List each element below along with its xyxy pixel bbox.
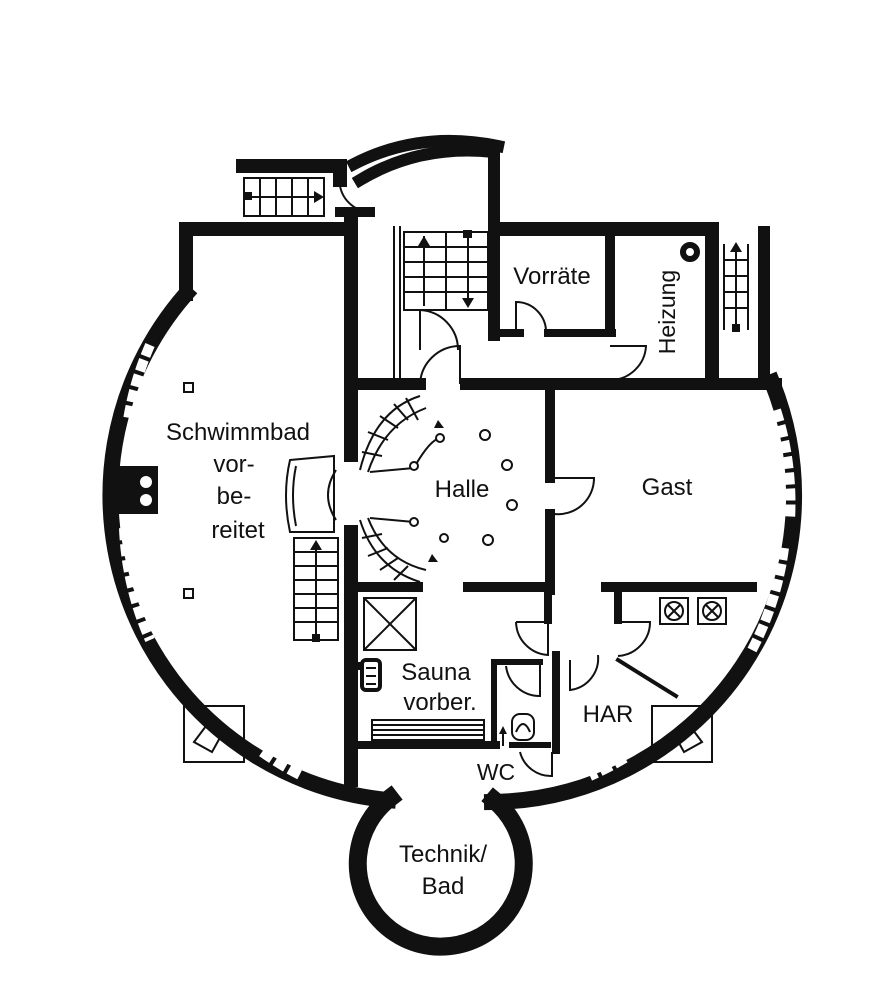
label-heizung: Heizung	[654, 270, 680, 354]
stairs-spiral-halle	[285, 395, 449, 583]
window-bands	[119, 342, 796, 781]
label-har: HAR	[583, 701, 634, 728]
technik-bad-wall	[348, 785, 533, 956]
stairs-left	[293, 537, 339, 642]
label-sauna-2: vorber.	[403, 689, 476, 716]
interior-walls	[179, 134, 782, 787]
label-schwimmbad-1: Schwimmbad	[166, 419, 310, 446]
label-gast: Gast	[642, 474, 693, 501]
stairs-central	[393, 226, 489, 380]
label-wc: WC	[477, 759, 515, 785]
label-halle: Halle	[435, 476, 490, 503]
label-schwimmbad-2: vor-	[213, 451, 254, 478]
room-labels: Schwimmbad vor- be- reitet Vorräte Heizu…	[166, 263, 693, 900]
fixtures	[183, 382, 727, 763]
label-vorraete: Vorräte	[513, 263, 590, 290]
doors	[339, 185, 652, 778]
label-technik-2: Bad	[422, 873, 465, 900]
label-technik-1: Technik/	[399, 841, 487, 868]
label-schwimmbad-3: be-	[217, 483, 252, 510]
stairs-heizung	[680, 242, 749, 332]
chimney	[108, 466, 158, 514]
label-schwimmbad-4: reitet	[211, 517, 265, 544]
label-sauna-1: Sauna	[401, 659, 471, 686]
stairs-entrance	[243, 177, 325, 217]
sauna-cabin	[363, 597, 417, 651]
outer-wall	[102, 282, 803, 811]
